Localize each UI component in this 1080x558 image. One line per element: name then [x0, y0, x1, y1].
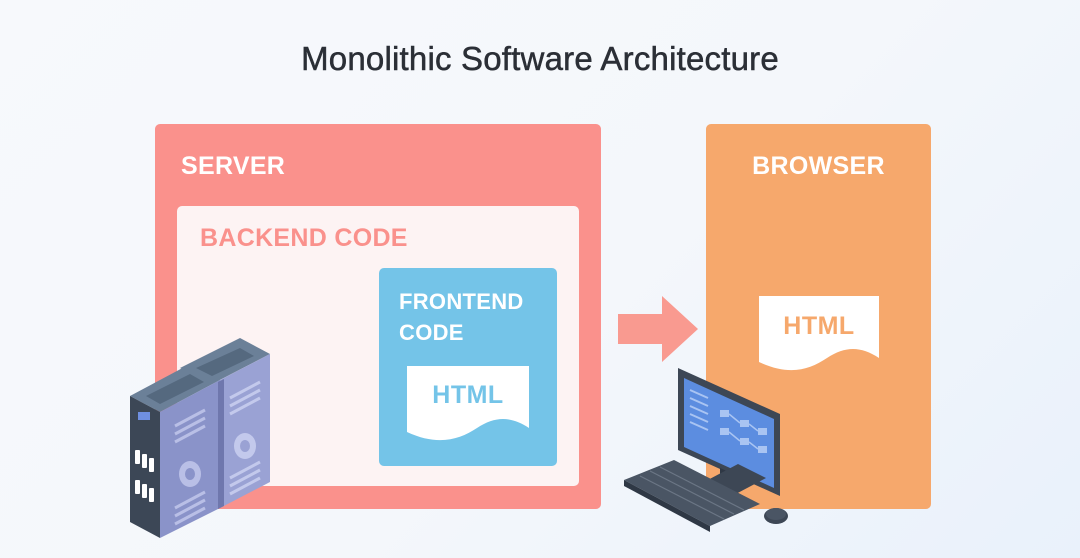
backend-code-box: BACKEND CODE FRONTEND CODE HTML — [177, 206, 579, 486]
document-icon — [759, 296, 879, 371]
server-label: SERVER — [181, 152, 286, 180]
server-box: SERVER BACKEND CODE FRONTEND CODE HTML — [155, 124, 601, 509]
server-rack-icon — [120, 338, 280, 553]
frontend-html-document: HTML — [407, 366, 529, 444]
browser-label: BROWSER — [752, 152, 885, 180]
arrow-right-icon — [618, 296, 698, 367]
document-icon — [407, 366, 529, 441]
browser-html-label: HTML — [783, 312, 855, 340]
frontend-html-label: HTML — [432, 381, 504, 409]
browser-html-document: HTML — [759, 296, 879, 374]
diagram-title: Monolithic Software Architecture — [301, 40, 779, 78]
desktop-computer-icon — [620, 364, 800, 554]
frontend-code-box: FRONTEND CODE HTML — [379, 268, 557, 466]
frontend-code-label: FRONTEND CODE — [399, 289, 524, 345]
backend-code-label: BACKEND CODE — [200, 224, 408, 252]
